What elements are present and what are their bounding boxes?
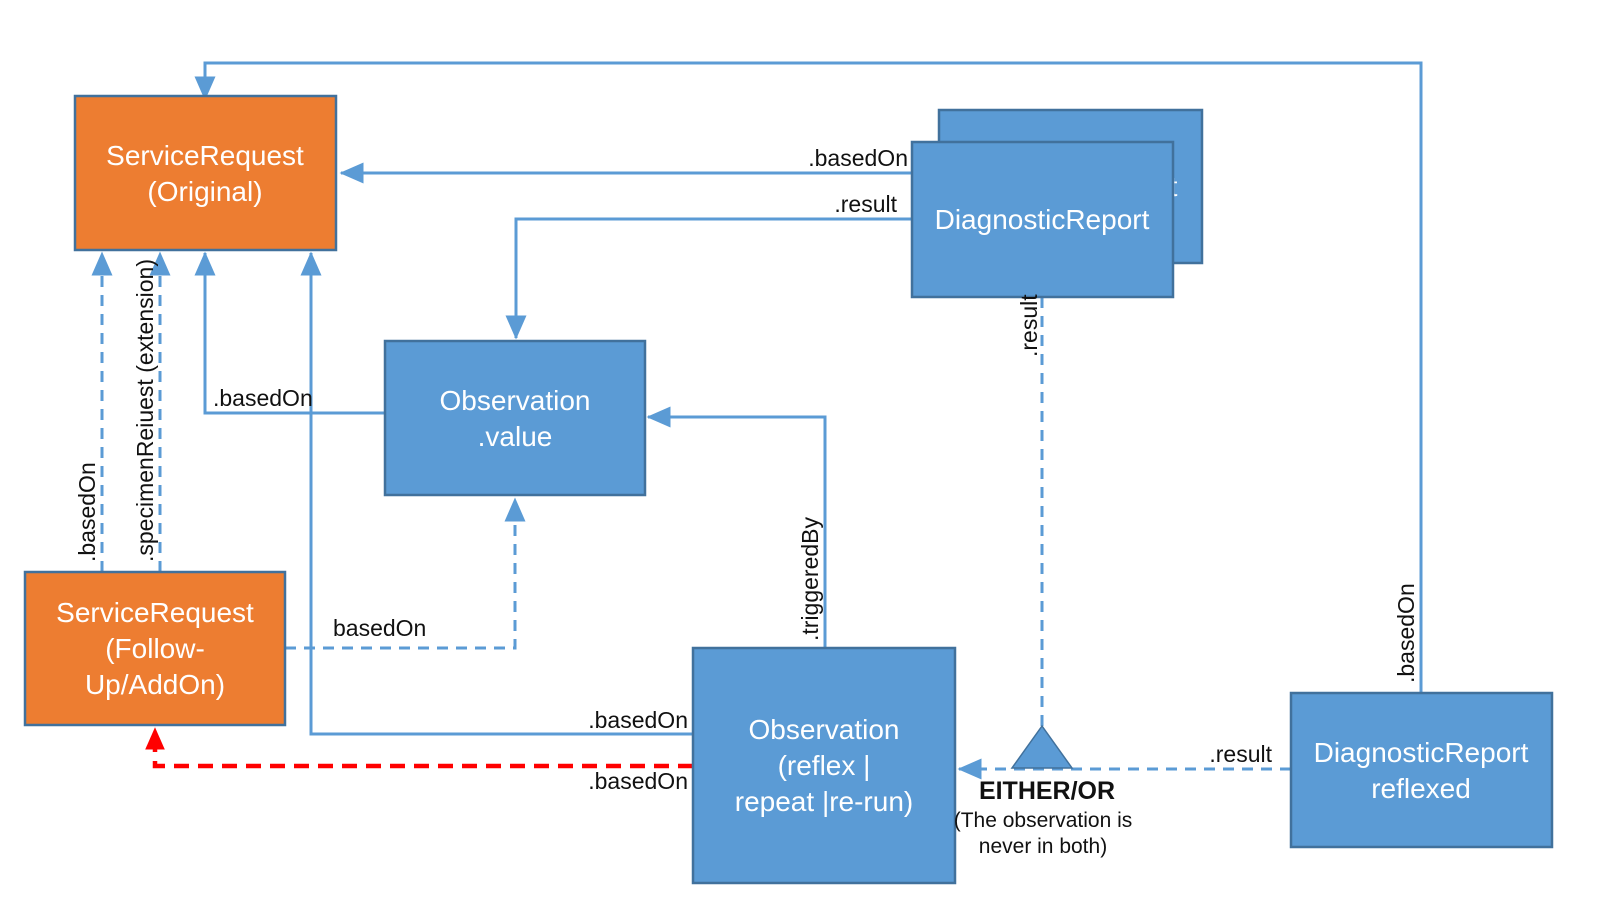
- label-basedon-followup-to-obsvalue: basedOn: [333, 615, 426, 641]
- box-observation-reflex: Observation (reflex | repeat |re-run): [691, 646, 957, 885]
- either-or-triangle: [1010, 724, 1074, 769]
- box-observation-reflex-label-line3: repeat |re-run): [735, 786, 913, 817]
- label-result-reflexed-to-reflex: .result: [1209, 741, 1272, 767]
- arrow-basedon-reflex-to-original: [300, 251, 693, 736]
- box-servicerequest-followup-label-line3: Up/AddOn): [85, 669, 225, 700]
- box-observation-value-label-line2: .value: [478, 421, 553, 452]
- arrow-result-dr-to-obsvalue: [505, 217, 912, 340]
- box-servicerequest-followup: ServiceRequest (Follow- Up/AddOn): [23, 570, 287, 727]
- label-basedon-red: .basedOn: [588, 768, 688, 794]
- box-observation-reflex-label-line1: Observation: [749, 714, 900, 745]
- arrow-basedon-reflex-to-followup-red: [145, 727, 693, 769]
- label-basedon-reflexed-up: .basedOn: [1393, 583, 1419, 683]
- box-diagnosticreport-reflexed-label-line1: DiagnosticReport: [1314, 737, 1529, 768]
- arrow-basedon-followup-to-obsvalue: [285, 497, 526, 650]
- box-diagnosticreport-front: DiagnosticReport: [910, 140, 1175, 299]
- label-basedon-dr-to-original: .basedOn: [808, 145, 908, 171]
- label-basedon-followup-to-original: .basedOn: [74, 462, 100, 562]
- box-servicerequest-original-label-line2: (Original): [147, 176, 262, 207]
- box-servicerequest-followup-label-line2: (Follow-: [105, 633, 205, 664]
- label-result-vertical: .result: [1016, 294, 1042, 357]
- box-diagnosticreport-reflexed-label-line2: reflexed: [1371, 773, 1471, 804]
- either-or-note-line2: never in both): [979, 835, 1107, 858]
- arrow-basedon-reflexed-to-original: [194, 61, 1423, 693]
- label-result-dr-to-obsvalue: .result: [834, 191, 897, 217]
- label-basedon-reflex-to-original: .basedOn: [588, 707, 688, 733]
- box-servicerequest-original-label-line1: ServiceRequest: [106, 140, 304, 171]
- arrow-triggeredby-reflex-to-obsvalue: [646, 406, 827, 648]
- label-triggeredby: .triggeredBy: [797, 516, 823, 641]
- arrow-basedon-obsvalue-to-original: [194, 251, 385, 415]
- either-or-note-line1: (The observation is: [954, 809, 1133, 832]
- label-basedon-obsvalue-to-original: .basedOn: [213, 385, 313, 411]
- label-specimenrequest-extension: .specimenReiuest (extension): [132, 259, 158, 562]
- box-diagnosticreport-reflexed: DiagnosticReport reflexed: [1289, 691, 1554, 849]
- box-servicerequest-original: ServiceRequest (Original): [73, 94, 338, 252]
- box-servicerequest-followup-label-line1: ServiceRequest: [56, 597, 254, 628]
- box-observation-value-label-line1: Observation: [440, 385, 591, 416]
- box-observation-reflex-label-line2: (reflex |: [778, 750, 871, 781]
- either-or-title: EITHER/OR: [979, 777, 1115, 805]
- box-diagnosticreport-front-label: DiagnosticReport: [935, 204, 1150, 235]
- box-observation-value: Observation .value: [383, 339, 647, 497]
